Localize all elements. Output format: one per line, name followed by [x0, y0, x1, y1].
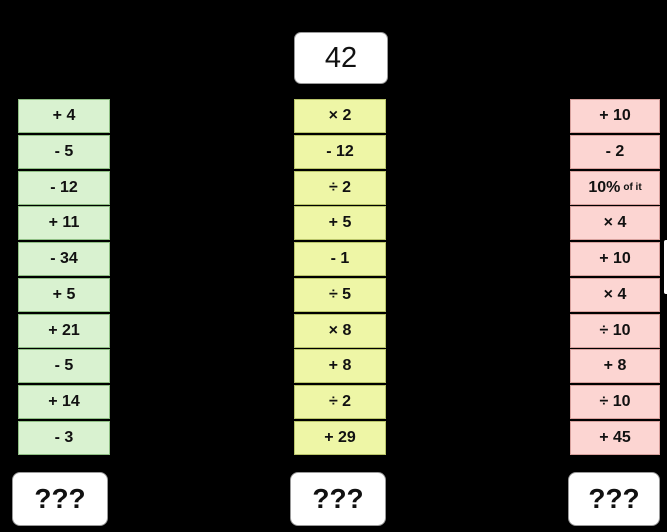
green-step-7: + 21	[18, 313, 110, 348]
red-step-8: + 8	[570, 349, 660, 384]
yellow-step-9: ÷ 2	[294, 385, 386, 419]
red-step-5: + 10	[570, 242, 660, 276]
green-operations-column: + 4 - 5 - 12 + 11 - 34 + 5 + 21 - 5 + 14…	[18, 99, 110, 457]
red-step-3-suffix: of it	[623, 182, 642, 193]
green-step-2: - 5	[18, 134, 110, 169]
yellow-step-1: × 2	[294, 99, 386, 133]
green-step-4: + 11	[18, 206, 110, 241]
green-step-3: - 12	[18, 170, 110, 205]
yellow-answer-box: ???	[290, 472, 386, 526]
red-answer-box: ???	[568, 472, 660, 526]
green-answer-box: ???	[12, 472, 108, 526]
green-step-5: - 34	[18, 242, 110, 276]
red-step-2: - 2	[570, 134, 660, 169]
yellow-step-8: + 8	[294, 349, 386, 384]
red-step-7: ÷ 10	[570, 313, 660, 348]
red-step-3: 10%of it	[570, 170, 660, 205]
red-step-6: × 4	[570, 277, 660, 312]
green-step-9: + 14	[18, 385, 110, 419]
green-step-10: - 3	[18, 420, 110, 455]
red-step-3-value: 10%	[588, 178, 621, 196]
red-step-10: + 45	[570, 420, 660, 455]
yellow-step-5: - 1	[294, 242, 386, 276]
edge-partial-box	[664, 240, 667, 294]
yellow-step-2: - 12	[294, 134, 386, 169]
yellow-step-3: ÷ 2	[294, 170, 386, 205]
start-number-box: 42	[294, 32, 388, 84]
red-step-9: ÷ 10	[570, 385, 660, 419]
yellow-step-10: + 29	[294, 420, 386, 455]
yellow-step-6: ÷ 5	[294, 277, 386, 312]
red-step-4: × 4	[570, 206, 660, 241]
red-operations-column: + 10 - 2 10%of it × 4 + 10 × 4 ÷ 10 + 8 …	[570, 99, 660, 457]
yellow-step-4: + 5	[294, 206, 386, 241]
green-step-8: - 5	[18, 349, 110, 384]
green-step-1: + 4	[18, 99, 110, 133]
red-step-1: + 10	[570, 99, 660, 133]
yellow-operations-column: × 2 - 12 ÷ 2 + 5 - 1 ÷ 5 × 8 + 8 ÷ 2 + 2…	[294, 99, 386, 457]
green-step-6: + 5	[18, 277, 110, 312]
yellow-step-7: × 8	[294, 313, 386, 348]
